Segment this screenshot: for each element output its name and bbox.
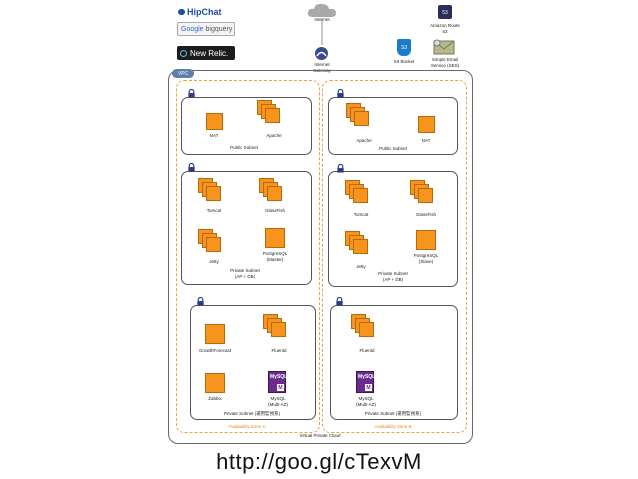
ses-label: Simple Email Service (SES): [430, 57, 460, 68]
left-data-subnet-label: Private Subnet (運用監視系): [223, 411, 281, 416]
right-data-subnet-label: Private Subnet (運用監視系): [364, 411, 422, 416]
ses-envelope-icon: [433, 39, 455, 55]
right-public-subnet-label: Public Subnet: [379, 146, 407, 151]
fluentd-instances-icon: [263, 314, 287, 338]
lock-icon: [197, 297, 204, 306]
vpc-tag: VPC: [172, 69, 194, 78]
lock-icon: [188, 163, 195, 172]
fluentd-label: Fluentd: [359, 348, 375, 353]
tomcat-label: Tomcat: [353, 212, 369, 217]
jetty-instances-icon: [198, 229, 222, 253]
lock-icon: [337, 89, 344, 98]
left-data-subnet: [190, 305, 316, 420]
postgresql-master-label: PostgreSQL (Master): [262, 251, 288, 262]
jetty-instances-icon: [345, 231, 369, 255]
cloud-icon: [307, 3, 336, 17]
apache-label: Apache: [356, 138, 372, 143]
glassfish-instances-icon: [410, 180, 434, 204]
left-public-subnet-label: Public Subnet: [230, 145, 258, 150]
left-public-subnet: [181, 97, 312, 155]
vpc-label: Virtual Private Cloud: [299, 433, 341, 438]
mysql-rds-icon: MySQL M: [356, 371, 375, 393]
mysql-rds-icon: MySQL M: [268, 371, 287, 393]
lock-icon: [337, 164, 344, 173]
s3-bucket-icon: S3: [397, 39, 411, 56]
new-relic-logo: New Relic.: [177, 46, 235, 60]
fluentd-label: Fluentd: [271, 348, 287, 353]
availability-zone-b: [322, 80, 467, 433]
apache-label: Apache: [266, 133, 282, 138]
route53-icon: 53: [438, 5, 452, 19]
jetty-label: Jetty: [209, 259, 219, 264]
tomcat-instances-icon: [198, 178, 222, 202]
glassfish-label: GlassFish: [415, 212, 437, 217]
lock-icon: [336, 297, 343, 306]
glassfish-instances-icon: [259, 178, 283, 202]
growthforecast-label: GrowthForecast: [198, 348, 232, 353]
google-bigquery-logo: Google bigquery: [177, 22, 235, 36]
lock-icon: [188, 89, 195, 98]
growthforecast-instance-icon: [205, 324, 225, 344]
tomcat-label: Tomcat: [206, 208, 222, 213]
glassfish-label: GlassFish: [264, 208, 286, 213]
nat-instance-icon: [206, 113, 223, 130]
mysql-label: MySQL (Multi-AZ): [268, 396, 288, 407]
apache-instances-icon: [346, 103, 370, 127]
availability-zone-c-label: Availability Zone C: [228, 424, 266, 429]
availability-zone-b-label: Availability Zone B: [374, 424, 412, 429]
mysql-label: MySQL (Multi-AZ): [356, 396, 376, 407]
chat-bubble-icon: [178, 9, 185, 15]
eye-icon: [180, 49, 187, 57]
postgresql-slave-icon: [416, 230, 436, 250]
source-url: http://goo.gl/cTexvM: [216, 449, 422, 474]
zabbix-instance-icon: [205, 373, 225, 393]
tomcat-instances-icon: [345, 180, 369, 204]
availability-zone-c: [176, 80, 320, 433]
svg-text:53: 53: [442, 10, 448, 16]
right-app-subnet-label: Private Subnet (AP + DB): [378, 271, 408, 282]
route53-label: Amazon Route 53: [430, 23, 460, 34]
postgresql-master-icon: [265, 228, 285, 248]
s3-bucket-label: S3 Bucket: [393, 59, 415, 64]
vpc-boundary: [168, 70, 473, 444]
postgresql-slave-label: PostgreSQL (Slave): [413, 253, 439, 264]
fluentd-instances-icon: [351, 314, 375, 338]
internet-gateway-icon: [315, 47, 328, 60]
nat-label: NAT: [209, 133, 219, 138]
zabbix-label: Zabbix: [208, 396, 222, 401]
jetty-label: Jetty: [356, 264, 366, 269]
nat-instance-icon: [418, 116, 435, 133]
hipchat-logo: HipChat: [178, 5, 226, 19]
apache-instances-icon: [257, 100, 281, 124]
right-data-subnet: [330, 305, 458, 420]
left-app-subnet-label: Private Subnet (AP + DB): [230, 268, 260, 279]
nat-label: NAT: [421, 138, 431, 143]
